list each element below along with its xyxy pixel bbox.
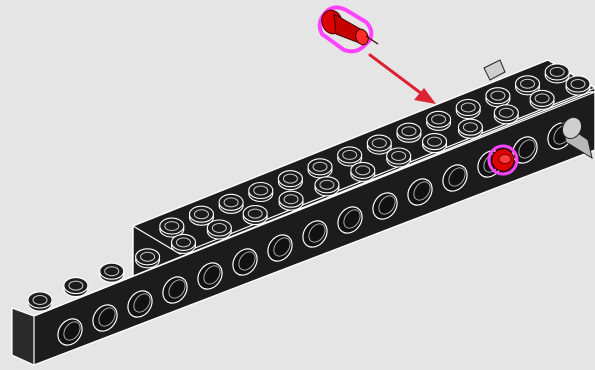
installed-pin-center: [498, 154, 512, 164]
back-beam-top-edge: [132, 87, 595, 255]
back-beam-stud: [396, 122, 422, 143]
front-beam-hole: [92, 304, 118, 332]
front-beam-hole: [232, 248, 258, 276]
arrow-shaft: [368, 53, 424, 96]
red-pin-installed: [487, 144, 519, 176]
front-beam-hole: [162, 276, 188, 304]
peg-tip: [355, 28, 369, 46]
back-beam-stud: [514, 75, 541, 96]
back-beam-stud: [544, 63, 570, 84]
front-beam-stud: [63, 277, 89, 298]
front-beam-hole: [372, 192, 398, 220]
axle-pin-head: [561, 116, 583, 140]
front-beam-stud: [421, 133, 448, 154]
back-beam-stud: [307, 158, 333, 179]
front-beam-stud: [135, 248, 161, 269]
front-beam-hole: [267, 234, 293, 262]
front-beam-stud: [350, 161, 376, 182]
front-beam-stud: [457, 118, 483, 139]
back-beam-stud: [485, 87, 511, 108]
front-beam-hole: [57, 318, 83, 346]
front-beam-stud: [493, 104, 519, 125]
front-beam-stud: [314, 176, 340, 197]
back-beam-stud: [366, 134, 392, 155]
gray-axle-pin: [483, 59, 593, 160]
front-beam-stud: [529, 89, 555, 110]
peg-end-line: [365, 35, 379, 45]
front-beam-hole: [302, 220, 328, 248]
front-beam-stud: [242, 205, 268, 226]
red-connector-peg: [317, 5, 379, 54]
front-technic-beam: [11, 75, 595, 366]
front-beam-hole: [442, 164, 468, 192]
back-beam-stud: [159, 217, 185, 238]
front-beam-end-face: [11, 307, 35, 366]
front-beam-edge: [33, 91, 595, 317]
front-beam-stud: [206, 219, 232, 240]
front-beam-hole: [407, 178, 433, 206]
front-beam-stud: [99, 262, 125, 283]
front-beam-hole: [197, 262, 223, 290]
front-beam-stud: [278, 190, 304, 211]
insertion-arrow: [368, 53, 436, 104]
front-beam-stud: [170, 233, 197, 254]
axle-pin-tip: [483, 59, 506, 81]
back-beam-stud: [277, 170, 303, 191]
front-beam-hole: [127, 290, 153, 318]
back-beam-stud: [188, 205, 215, 226]
arrow-head: [414, 88, 436, 104]
back-beam-stud: [455, 98, 481, 120]
back-beam-stud: [337, 146, 363, 167]
front-beam-stud: [27, 291, 53, 312]
front-beam-stud: [565, 75, 591, 96]
back-beam-stud: [248, 181, 274, 203]
back-beam-stud: [218, 193, 244, 214]
installed-pin-highlight: [487, 144, 519, 176]
front-beam-stud: [386, 147, 412, 168]
front-beam-hole: [337, 206, 363, 234]
back-beam-stud: [426, 110, 452, 131]
